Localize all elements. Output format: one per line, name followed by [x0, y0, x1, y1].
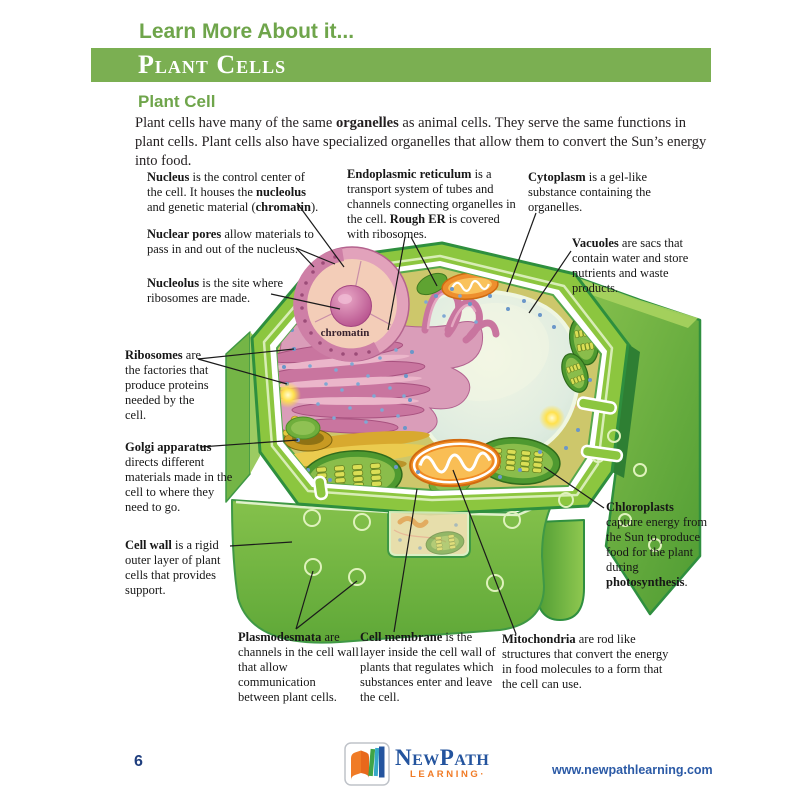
plasmodesma-channel: [576, 396, 618, 415]
label-endoplasmic-reticulum: Endoplasmic reticulum is a transport sys…: [347, 167, 516, 241]
label-cell-membrane: Cell membrane is the layer inside the ce…: [360, 630, 496, 704]
label-plasmodesmata: Plasmodesmata are channels in the cell w…: [238, 630, 359, 704]
label-cell-wall: Cell wall is a rigid outer layer of plan…: [125, 538, 221, 597]
section-title: Plant Cell: [138, 92, 216, 111]
title-banner: Plant Cells: [91, 48, 711, 82]
wall-notch-interior: [389, 510, 469, 556]
label-ribosomes: Ribosomes are the factories that produce…: [125, 348, 209, 422]
label-nucleolus: Nucleolus is the site where ribosomes ar…: [147, 276, 284, 305]
glow-spot: [277, 382, 301, 408]
mitochondria: [409, 271, 501, 488]
label-cytoplasm: Cytoplasm is a gel-like substance contai…: [528, 170, 651, 214]
page-title: Plant Cells: [138, 50, 287, 79]
label-nucleus: Nucleus is the control center of the cel…: [147, 170, 319, 214]
cell-wall: [225, 270, 702, 644]
leader-lines: [197, 202, 605, 635]
footer-page-number: 6: [134, 753, 143, 770]
logo-wordmark: NewPath: [395, 745, 490, 770]
nucleus: chromatin: [293, 246, 410, 362]
intro-paragraph: Plant cells have many of the same organe…: [135, 115, 707, 170]
plasmodesmata: [303, 396, 662, 592]
nucleolus: [330, 285, 372, 327]
ribosome-dots: [282, 287, 592, 482]
logo-books-icon: [344, 742, 390, 786]
label-chloroplasts: Chloroplasts capture energy from the Sun…: [606, 500, 708, 589]
label-mitochondria: Mitochondria are rod like structures tha…: [502, 632, 669, 691]
label-nuclear-pores: Nuclear pores allow materials to pass in…: [147, 227, 314, 256]
label-golgi-apparatus: Golgi apparatus directs different materi…: [125, 440, 233, 514]
website-url: www.newpathlearning.com: [552, 763, 713, 777]
plasmodesma-channel: [312, 475, 329, 501]
plasmodesma-channel: [580, 444, 624, 463]
glow-spot: [539, 405, 565, 431]
nuclear-pores: [300, 255, 371, 356]
logo-tagline: LEARNING·: [410, 769, 487, 780]
label-vacuoles: Vacuoles are sacs that contain water and…: [572, 236, 689, 295]
chromatin-label: chromatin: [321, 327, 370, 339]
page-eyebrow: Learn More About it...: [139, 20, 355, 43]
newpath-logo: NewPath LEARNING·: [344, 742, 489, 786]
